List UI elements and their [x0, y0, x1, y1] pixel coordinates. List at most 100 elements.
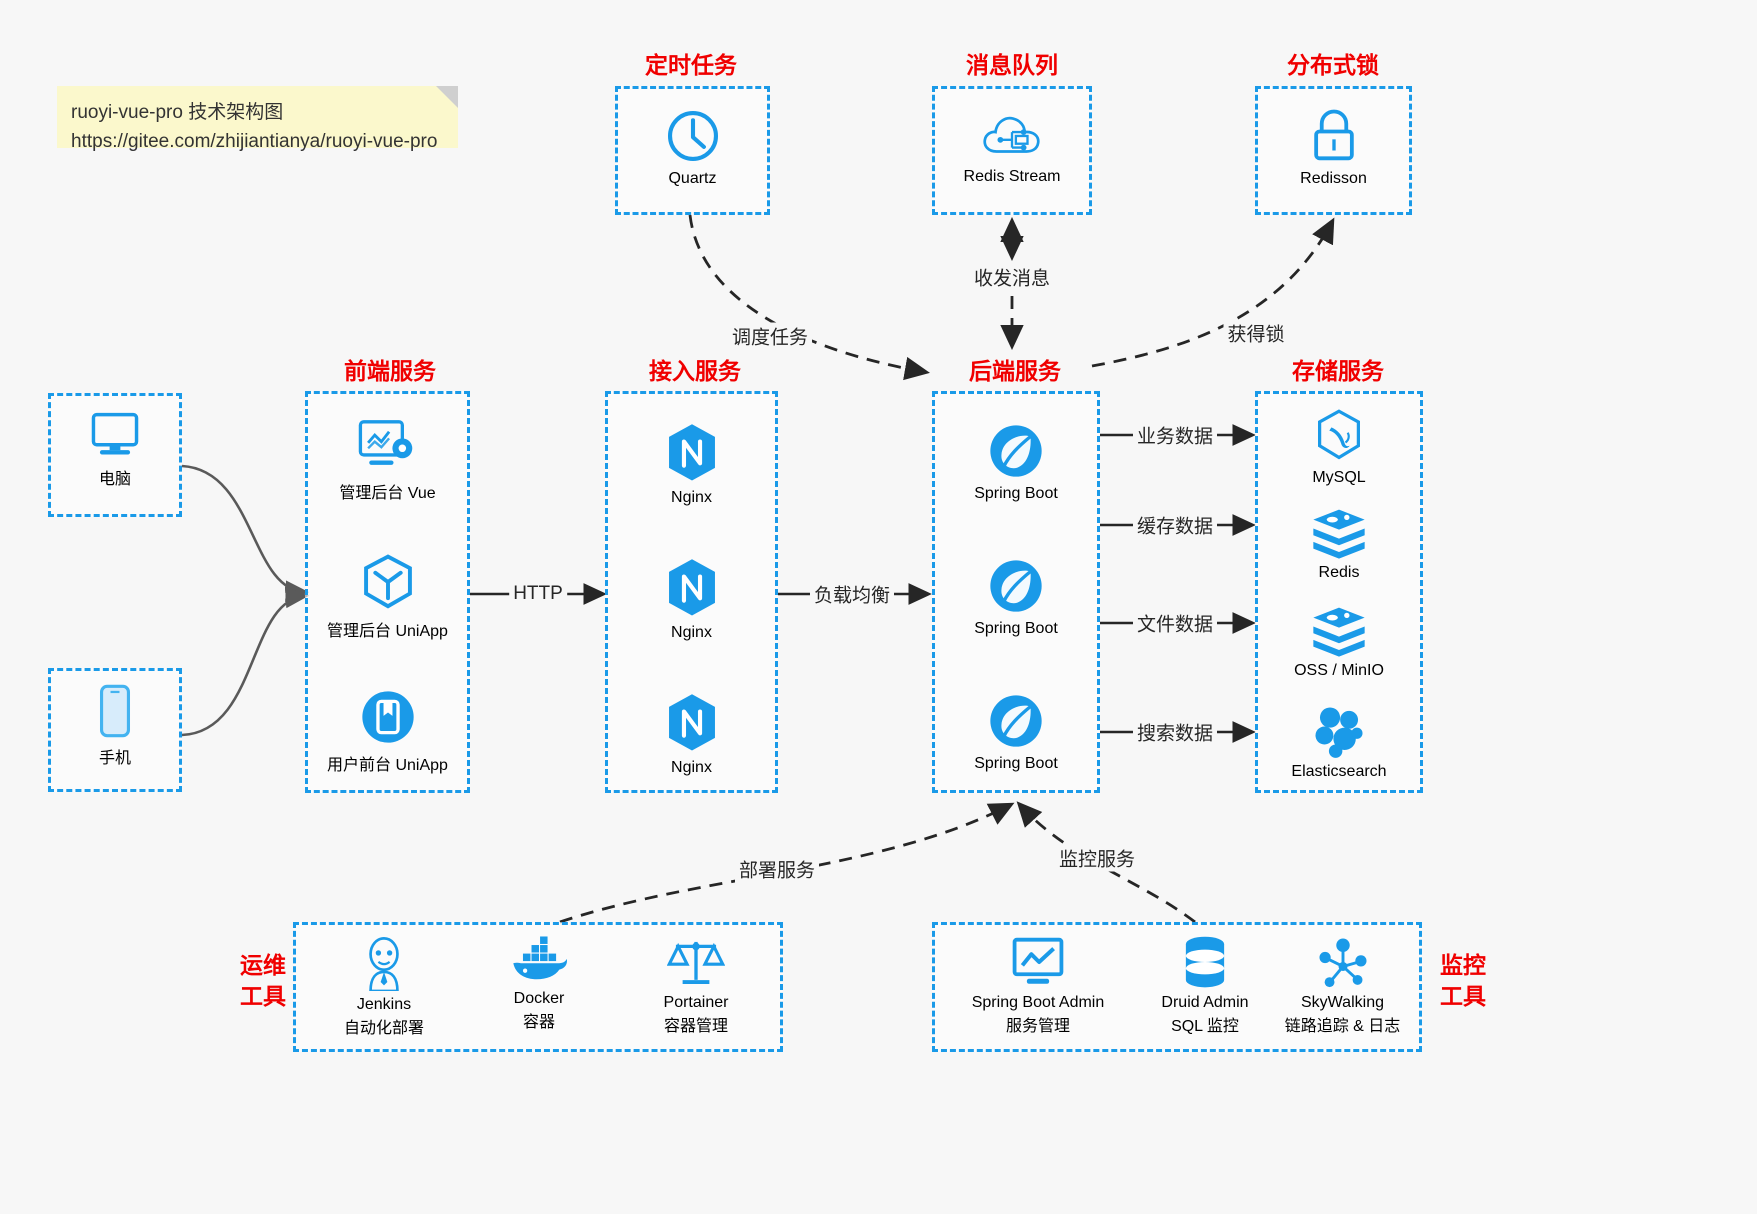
node-druid-admin[interactable]: Druid Admin SQL 监控 [1120, 935, 1290, 1036]
spring-boot-icon [935, 557, 1097, 620]
node-label: Redis Stream [963, 168, 1061, 185]
node-user-uniapp[interactable]: 用户前台 UniApp [308, 688, 467, 775]
node-label: 手机 [98, 750, 131, 767]
node-nginx-2[interactable]: Nginx [608, 557, 775, 642]
edge-label-schedule-task: 调度任务 [727, 322, 813, 350]
group-storage: MySQL Redis [1255, 391, 1423, 793]
edge-label-load-balance: 负载均衡 [809, 580, 895, 608]
dashboard-gear-icon [308, 416, 467, 479]
group-monitor-tools: Spring Boot Admin 服务管理 Druid Admin SQL 监… [932, 922, 1422, 1052]
node-portainer[interactable]: Portainer 容器管理 [621, 935, 771, 1036]
node-quartz[interactable]: Quartz [618, 107, 767, 188]
spring-boot-icon [935, 422, 1097, 485]
ops-title-line1: 运维 [240, 952, 286, 978]
node-oss-minio[interactable]: OSS / MinIO [1258, 605, 1420, 680]
node-desktop[interactable]: 电脑 [51, 408, 179, 489]
node-spring-boot-2[interactable]: Spring Boot [935, 557, 1097, 638]
redis-stack-icon [1258, 507, 1420, 564]
node-nginx-1[interactable]: Nginx [608, 422, 775, 507]
group-backend: Spring Boot Spring Boot Spring Boot [932, 391, 1100, 793]
node-spring-boot-admin[interactable]: Spring Boot Admin 服务管理 [943, 935, 1133, 1036]
group-frontend: 管理后台 Vue 管理后台 UniApp 用户前台 UniApp [305, 391, 470, 793]
node-label: 用户前台 UniApp [327, 757, 448, 774]
ops-title-line2: 工具 [240, 983, 286, 1009]
node-redisson[interactable]: Redisson [1258, 107, 1409, 188]
group-title-frontend: 前端服务 [344, 358, 436, 384]
portainer-scales-icon [621, 935, 771, 994]
node-admin-uniapp[interactable]: 管理后台 UniApp [308, 552, 467, 641]
node-label: Spring Boot Admin [971, 994, 1105, 1011]
edge-label-http: HTTP [509, 583, 567, 605]
node-mobile[interactable]: 手机 [51, 683, 179, 768]
edge-label-search-data: 搜索数据 [1132, 718, 1218, 746]
node-nginx-3[interactable]: Nginx [608, 692, 775, 777]
nginx-icon [608, 692, 775, 759]
uniapp-cube-icon [308, 552, 467, 617]
node-docker[interactable]: Docker 容器 [464, 935, 614, 1032]
oss-stack-icon [1258, 605, 1420, 662]
node-sublabel: 容器管理 [663, 1018, 728, 1035]
node-label: Spring Boot [974, 620, 1058, 637]
nginx-icon [608, 557, 775, 624]
clock-icon [618, 107, 767, 170]
node-redis[interactable]: Redis [1258, 507, 1420, 582]
note-fold-corner [436, 86, 458, 108]
node-spring-boot-3[interactable]: Spring Boot [935, 692, 1097, 773]
node-label: Redisson [1300, 170, 1367, 187]
node-sublabel: 链路追踪 & 日志 [1284, 1018, 1401, 1035]
node-label: Jenkins [356, 996, 412, 1013]
node-label: MySQL [1312, 469, 1366, 486]
edge-label-send-receive-message: 收发消息 [969, 263, 1055, 291]
note-title: ruoyi-vue-pro 技术架构图 [71, 102, 284, 123]
group-distributed-lock: Redisson [1255, 86, 1412, 215]
mysql-dolphin-icon [1258, 408, 1420, 469]
jenkins-butler-icon [309, 935, 459, 996]
group-gateway: Nginx Nginx Nginx [605, 391, 778, 793]
node-label: Docker [513, 990, 565, 1007]
node-label: Nginx [671, 489, 712, 506]
edge-label-monitor-service: 监控服务 [1054, 844, 1140, 872]
node-admin-vue[interactable]: 管理后台 Vue [308, 416, 467, 503]
node-spring-boot-1[interactable]: Spring Boot [935, 422, 1097, 503]
node-sublabel: 自动化部署 [343, 1020, 424, 1037]
elasticsearch-icon [1258, 704, 1420, 763]
edge-label-file-data: 文件数据 [1132, 609, 1218, 637]
node-redis-stream[interactable]: Redis Stream [935, 107, 1089, 186]
group-ops-tools: Jenkins 自动化部署 Docker 容器 [293, 922, 783, 1052]
node-label: Spring Boot [974, 755, 1058, 772]
group-title-distributed-lock: 分布式锁 [1287, 52, 1379, 78]
group-message-queue: Redis Stream [932, 86, 1092, 215]
padlock-icon [1258, 107, 1409, 170]
node-label: 电脑 [98, 471, 131, 488]
edge-label-business-data: 业务数据 [1132, 421, 1218, 449]
node-label: Druid Admin [1161, 994, 1249, 1011]
node-label: Nginx [671, 759, 712, 776]
group-title-ops-tools: 运维 工具 [232, 950, 294, 1012]
docker-whale-icon [464, 935, 614, 990]
node-label: Portainer [663, 994, 729, 1011]
group-client-desktop: 电脑 [48, 393, 182, 517]
smartphone-icon [51, 683, 179, 744]
node-elasticsearch[interactable]: Elasticsearch [1258, 704, 1420, 781]
group-scheduled-task: Quartz [615, 86, 770, 215]
node-label: 管理后台 UniApp [327, 623, 448, 640]
group-title-gateway: 接入服务 [649, 358, 741, 384]
node-jenkins[interactable]: Jenkins 自动化部署 [309, 935, 459, 1038]
node-label: Nginx [671, 624, 712, 641]
monitor-chart-icon [943, 935, 1133, 994]
node-mysql[interactable]: MySQL [1258, 408, 1420, 487]
monitor-title-line2: 工具 [1440, 983, 1486, 1009]
mobile-app-icon [308, 688, 467, 751]
node-sublabel: 容器 [522, 1014, 555, 1031]
node-label: 管理后台 Vue [339, 485, 436, 502]
node-label: Redis [1318, 564, 1360, 581]
group-title-storage: 存储服务 [1292, 358, 1384, 384]
spring-boot-icon [935, 692, 1097, 755]
edge-label-cache-data: 缓存数据 [1132, 511, 1218, 539]
node-skywalking[interactable]: SkyWalking 链路追踪 & 日志 [1260, 935, 1425, 1036]
desktop-monitor-icon [51, 408, 179, 465]
node-label: OSS / MinIO [1294, 662, 1384, 679]
node-label: Quartz [668, 170, 717, 187]
nginx-icon [608, 422, 775, 489]
